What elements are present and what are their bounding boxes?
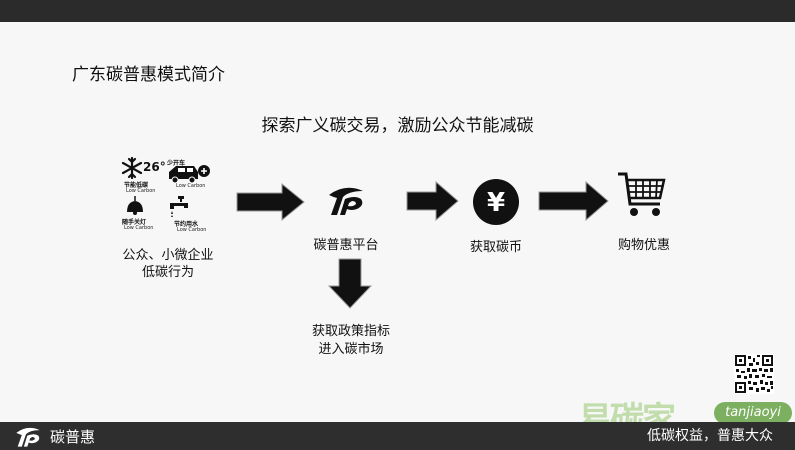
- shopping-cart-icon: [618, 172, 666, 216]
- source-label-line1: 公众、小微企业: [122, 248, 214, 263]
- yen-symbol: ¥: [487, 188, 505, 218]
- bottom-bar: [0, 422, 795, 450]
- car-icon: [169, 165, 210, 184]
- low-carbon-text: Low Carbon: [176, 183, 206, 189]
- coin-icon: ¥: [473, 179, 519, 225]
- low-carbon-text: Low Carbon: [177, 227, 207, 233]
- low-carbon-text: Low Carbon: [126, 188, 156, 194]
- low-carbon-text: Low Carbon: [124, 225, 154, 231]
- platform-label: 碳普惠平台: [313, 238, 379, 253]
- top-bar: [0, 0, 795, 22]
- qr-code-icon: [734, 354, 774, 394]
- footer-slogan: 低碳权益，普惠大众: [647, 428, 773, 444]
- credits-label: 获取碳币: [469, 240, 522, 255]
- temperature-text: 26°: [143, 160, 166, 174]
- snowflake-icon: [121, 157, 143, 179]
- lamp-icon: [127, 196, 143, 215]
- platform-logo-icon: [329, 187, 363, 215]
- shopping-label: 购物优惠: [617, 238, 670, 253]
- right-arrow-icon: [538, 180, 609, 222]
- page-title: 广东碳普惠模式简介: [72, 65, 225, 85]
- save-water-label: 节约用水: [174, 221, 199, 228]
- lights-off-label: 随手关灯: [122, 219, 147, 226]
- right-arrow-icon: [406, 180, 459, 222]
- down-arrow-icon: [327, 258, 373, 309]
- policy-label-line1: 获取政策指标: [311, 324, 390, 339]
- drive-less-label: 少开车: [167, 160, 186, 167]
- policy-label-line2: 进入碳市场: [318, 342, 384, 357]
- watermark-badge: tanjiaoyi: [714, 402, 792, 424]
- water-tap-icon: [170, 196, 188, 217]
- brand-name: 碳普惠: [50, 428, 96, 446]
- energy-ac-label: 节能低碳: [124, 182, 149, 189]
- headline: 探索广义碳交易，激励公众节能减碳: [261, 116, 534, 136]
- right-arrow-icon: [236, 182, 305, 222]
- source-label-line2: 低碳行为: [141, 265, 194, 280]
- brand-logo-icon: [16, 427, 40, 447]
